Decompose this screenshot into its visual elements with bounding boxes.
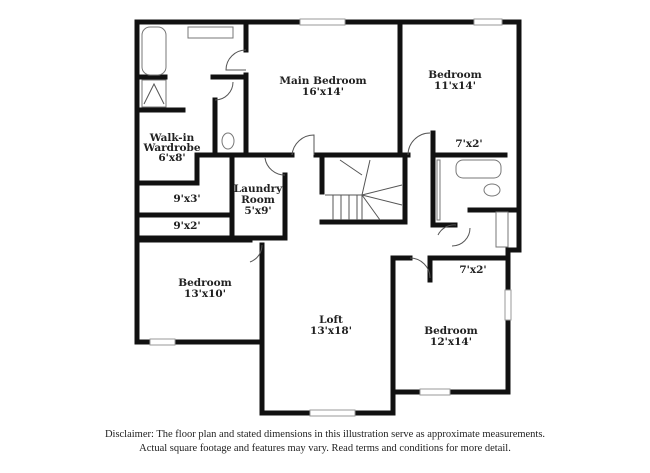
room-dims: 9'x2' [173, 220, 201, 232]
room-dims: 16'x14' [302, 86, 344, 98]
room-name: Main Bedroom [279, 75, 367, 87]
room-label-closet-3: 9'x2' [173, 221, 200, 232]
room-label-bedroom-3: Bedroom 12'x14' [424, 326, 478, 348]
fixtures [141, 26, 509, 248]
room-label-closet-4: 7'x2' [459, 265, 486, 276]
staircase [325, 159, 403, 221]
room-label-bedroom-2: Bedroom 13'x10' [178, 278, 232, 300]
shower-icon [141, 79, 167, 108]
room-label-closet-2: 9'x3' [173, 194, 200, 205]
room-name: Bedroom [424, 325, 478, 337]
room-label-bedroom-1: Bedroom 11'x14' [428, 70, 482, 92]
room-label-closet-1: 7'x2' [455, 139, 482, 150]
room-name: Walk-in Wardrobe [143, 132, 201, 154]
room-dims: 13'x10' [184, 288, 226, 300]
vanity-icon [187, 26, 234, 39]
room-dims: 5'x9' [244, 205, 272, 217]
windows [149, 18, 512, 417]
room-dims: 7'x2' [455, 138, 483, 150]
room-name: Bedroom [178, 277, 232, 289]
bathtub-icon [455, 159, 502, 179]
room-label-loft: Loft 13'x18' [310, 315, 352, 337]
room-name: Bedroom [428, 69, 482, 81]
room-label-walk-in-wardrobe: Walk-in Wardrobe 6'x8' [142, 132, 202, 164]
doors [214, 49, 471, 279]
room-label-main-bedroom: Main Bedroom 16'x14' [279, 76, 366, 98]
room-name: Loft [319, 314, 343, 326]
disclaimer: Disclaimer: The floor plan and stated di… [0, 428, 650, 456]
bathtub-icon [141, 26, 167, 76]
room-dims: 13'x18' [310, 325, 352, 337]
linen-shelf [436, 159, 441, 221]
room-name: Laundry Room [233, 183, 283, 206]
room-dims: 11'x14' [434, 80, 476, 92]
toilet-icon [483, 183, 501, 197]
toilet-icon [221, 132, 235, 150]
room-dims: 7'x2' [459, 264, 487, 276]
disclaimer-line-2: Actual square footage and features may v… [139, 443, 511, 454]
interior-walls [134, 19, 518, 395]
room-dims: 6'x8' [158, 152, 186, 164]
room-dims: 12'x14' [430, 336, 472, 348]
room-dims: 9'x3' [173, 193, 201, 205]
disclaimer-line-1: Disclaimer: The floor plan and stated di… [104, 429, 546, 440]
vanity-icon [495, 211, 509, 248]
room-label-laundry: Laundry Room 5'x9' [233, 184, 283, 217]
